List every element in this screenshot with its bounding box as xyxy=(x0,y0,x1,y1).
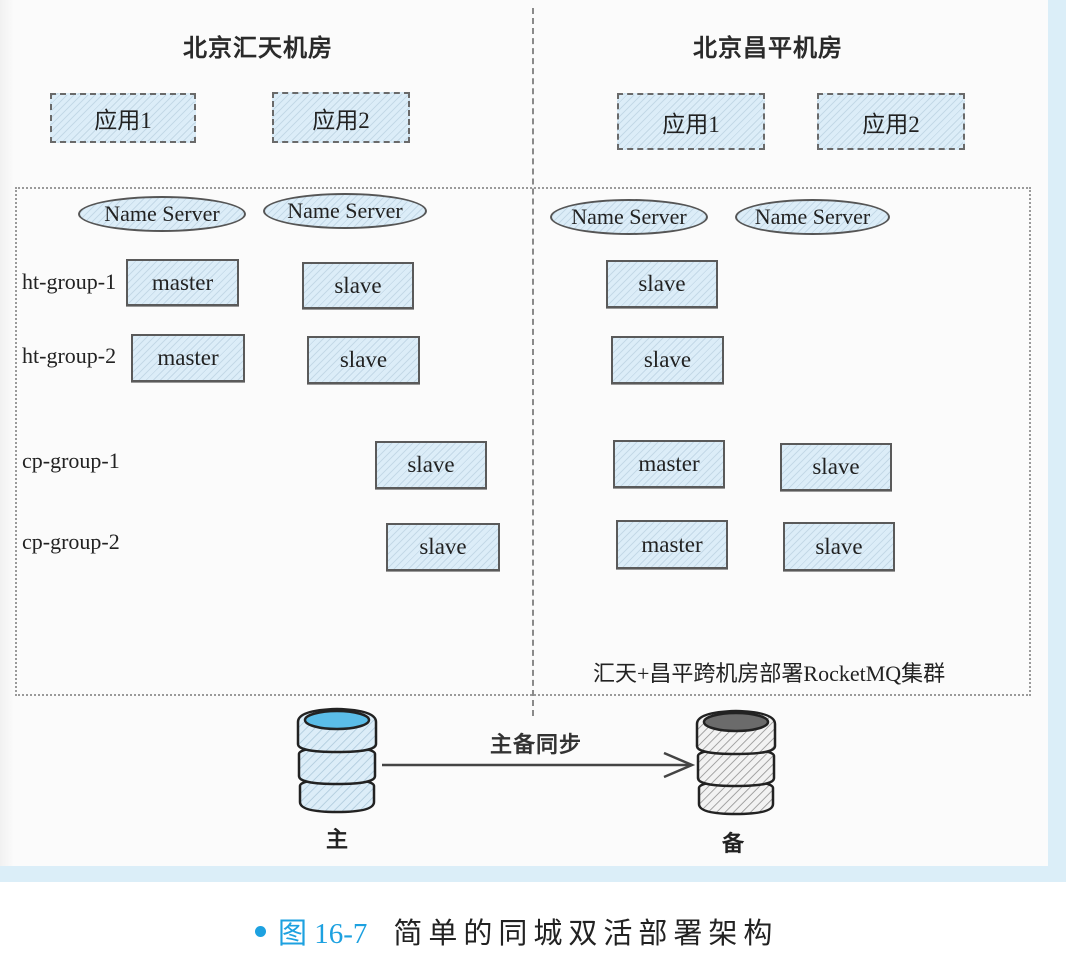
broker-role: master xyxy=(638,451,700,476)
name-server-huitian-1: Name Server xyxy=(78,196,246,232)
standby-database-icon xyxy=(695,709,777,816)
standby-label: 备 xyxy=(722,831,745,856)
site-divider xyxy=(532,8,534,716)
sync-arrow xyxy=(382,751,696,779)
figure-title: 简单的同城双活部署架构 xyxy=(393,916,779,950)
name-server-label: Name Server xyxy=(104,201,220,226)
app-box-changping-2: 应用2 xyxy=(817,93,965,150)
broker-role: slave xyxy=(407,452,455,477)
panel-shade xyxy=(0,0,14,866)
group-label-cp-2: cp-group-2 xyxy=(22,529,120,554)
broker-role: slave xyxy=(638,271,686,296)
cluster-caption: 汇天+昌平跨机房部署RocketMQ集群 xyxy=(593,661,946,686)
app-box-changping-1: 应用1 xyxy=(617,93,765,150)
broker-cp1-master: master xyxy=(613,440,725,488)
sync-label: 主备同步 xyxy=(490,732,583,757)
app-label: 应用1 xyxy=(94,108,152,133)
name-server-label: Name Server xyxy=(571,204,687,229)
site-title-changping: 北京昌平机房 xyxy=(693,36,843,62)
app-box-huitian-1: 应用1 xyxy=(50,93,196,143)
broker-cp2-slave-huitian: slave xyxy=(386,523,500,571)
name-server-label: Name Server xyxy=(754,204,871,229)
name-server-huitian-2: Name Server xyxy=(263,193,427,229)
broker-cp2-master: master xyxy=(616,520,728,569)
app-box-huitian-2: 应用2 xyxy=(272,92,410,143)
broker-role: slave xyxy=(812,454,860,479)
broker-ht2-master: master xyxy=(131,334,245,382)
broker-ht1-slave-huitian: slave xyxy=(302,262,414,309)
name-server-changping-1: Name Server xyxy=(550,199,708,235)
broker-role: slave xyxy=(339,347,388,372)
broker-ht2-slave-huitian: slave xyxy=(307,336,420,384)
broker-ht2-slave-changping: slave xyxy=(611,336,724,384)
broker-cp1-slave-changping: slave xyxy=(780,443,892,491)
primary-label: 主 xyxy=(326,827,349,852)
broker-role: slave xyxy=(334,272,382,298)
figure-caption: 图 16-7 简单的同城双活部署架构 xyxy=(255,910,778,952)
broker-role: slave xyxy=(815,533,863,559)
broker-role: master xyxy=(641,531,703,557)
app-label: 应用2 xyxy=(862,111,920,137)
app-label: 应用2 xyxy=(312,107,370,133)
rocketmq-cluster-boundary xyxy=(15,187,1031,696)
name-server-label: Name Server xyxy=(287,198,403,223)
primary-database-icon xyxy=(296,707,378,814)
bullet-icon xyxy=(255,925,266,937)
figure-number: 图 16-7 xyxy=(278,918,368,950)
group-label-ht-2: ht-group-2 xyxy=(22,343,117,368)
site-title-huitian: 北京汇天机房 xyxy=(183,36,333,62)
group-label-ht-1: ht-group-1 xyxy=(22,269,117,294)
broker-role: master xyxy=(157,345,219,370)
broker-role: slave xyxy=(419,534,467,559)
broker-role: slave xyxy=(643,347,692,372)
broker-ht1-master: master xyxy=(126,259,239,306)
name-server-changping-2: Name Server xyxy=(735,199,890,235)
broker-ht1-slave-changping: slave xyxy=(606,260,718,308)
app-label: 应用1 xyxy=(662,111,720,137)
broker-role: master xyxy=(151,269,214,295)
group-label-cp-1: cp-group-1 xyxy=(22,448,120,473)
broker-cp2-slave-changping: slave xyxy=(783,522,895,571)
broker-cp1-slave-huitian: slave xyxy=(375,441,487,489)
